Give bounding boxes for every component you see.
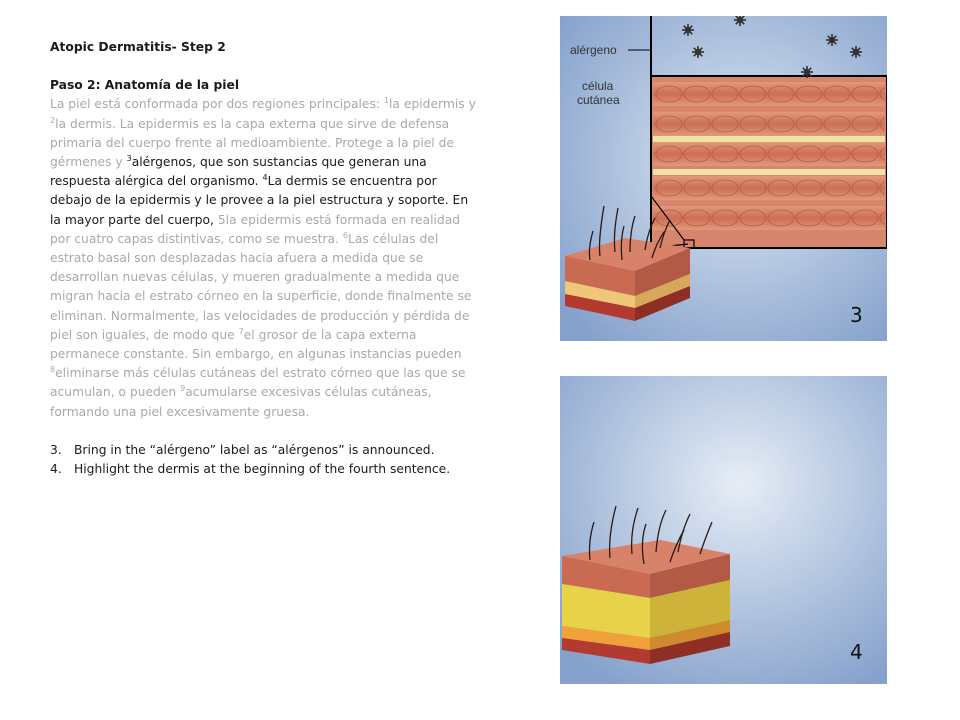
instruction-item: 3. Bring in the “alérgeno” label as “alér… [50,441,480,460]
paragraph-segment: acumularse excesivas células cutáneas, f… [50,385,432,419]
allergen-particle [734,16,746,26]
paragraph-segment: Las células del estrato basal son despla… [50,231,472,342]
instruction-text: Bring in the “alérgeno” label as “alérge… [74,442,435,457]
allergen-label: alérgeno [570,43,617,57]
paragraph-segment: el grosor de la capa externa permanece c… [50,327,462,362]
footnote-marker: 7 [238,326,244,336]
paragraph-segment: La piel está conformada por dos regiones… [50,97,384,112]
document-title: Atopic Dermatitis- Step 2 [50,40,226,54]
instruction-number: 4. [50,462,62,477]
allergen-particle [682,24,694,36]
skin-cell-label-line1: célula [582,79,614,93]
footnote-marker: 8 [50,365,56,375]
instruction-number: 3. [50,442,62,457]
skin-cell-label-line2: cutánea [577,93,620,107]
allergen-particle [692,46,704,58]
footnote-marker: 3 [126,153,132,163]
zoom-inset [650,75,887,249]
footnote-marker: 1 [383,96,390,106]
body-paragraph: La piel está conformada por dos regiones… [50,95,480,421]
text-column: Atopic Dermatitis- Step 2 Paso 2: Anatom… [50,38,480,479]
paragraph-segment: la epidermis y [389,97,476,112]
skin-block [565,205,690,321]
paragraph-segment: eliminarse más células cutáneas del estr… [50,366,466,400]
footnote-marker: 2 [50,115,56,125]
footnote-marker: 6 [342,230,348,240]
skin-block-dermis-highlighted [562,505,730,664]
section-title: Paso 2: Anatomía de la piel [50,78,240,93]
illustration-panel-4: 4 [560,376,887,684]
illustration-panel-3: alérgeno célula cutánea 3 [560,16,887,341]
panel-number-3: 3 [850,303,863,327]
allergen-particle [801,66,813,78]
instruction-item: 4. Highlight the dermis at the beginning … [50,460,480,479]
paragraph-segment: La dermis se encuentra por debajo de la … [50,174,469,227]
panel-number-4: 4 [850,640,863,664]
instruction-text: Highlight the dermis at the beginning of… [74,462,451,477]
allergen-particles [682,16,862,78]
instruction-list: 3. Bring in the “alérgeno” label as “alér… [50,441,480,479]
allergen-particle [850,46,862,58]
paragraph-segment: alérgenos, que son sustancias que genera… [50,155,427,189]
footnote-marker: 4 [262,173,268,183]
paragraph-segment: la dermis. La epidermis es la capa exter… [50,116,455,170]
skin-block-dermis-highlight-illustration: 4 [560,376,887,684]
paragraph-segment: 5la epidermis está formada en realidad p… [50,212,461,246]
allergen-particle [826,34,838,46]
skin-cross-section-zoomed-illustration: alérgeno célula cutánea 3 [560,16,887,341]
footnote-marker: 9 [180,384,186,394]
